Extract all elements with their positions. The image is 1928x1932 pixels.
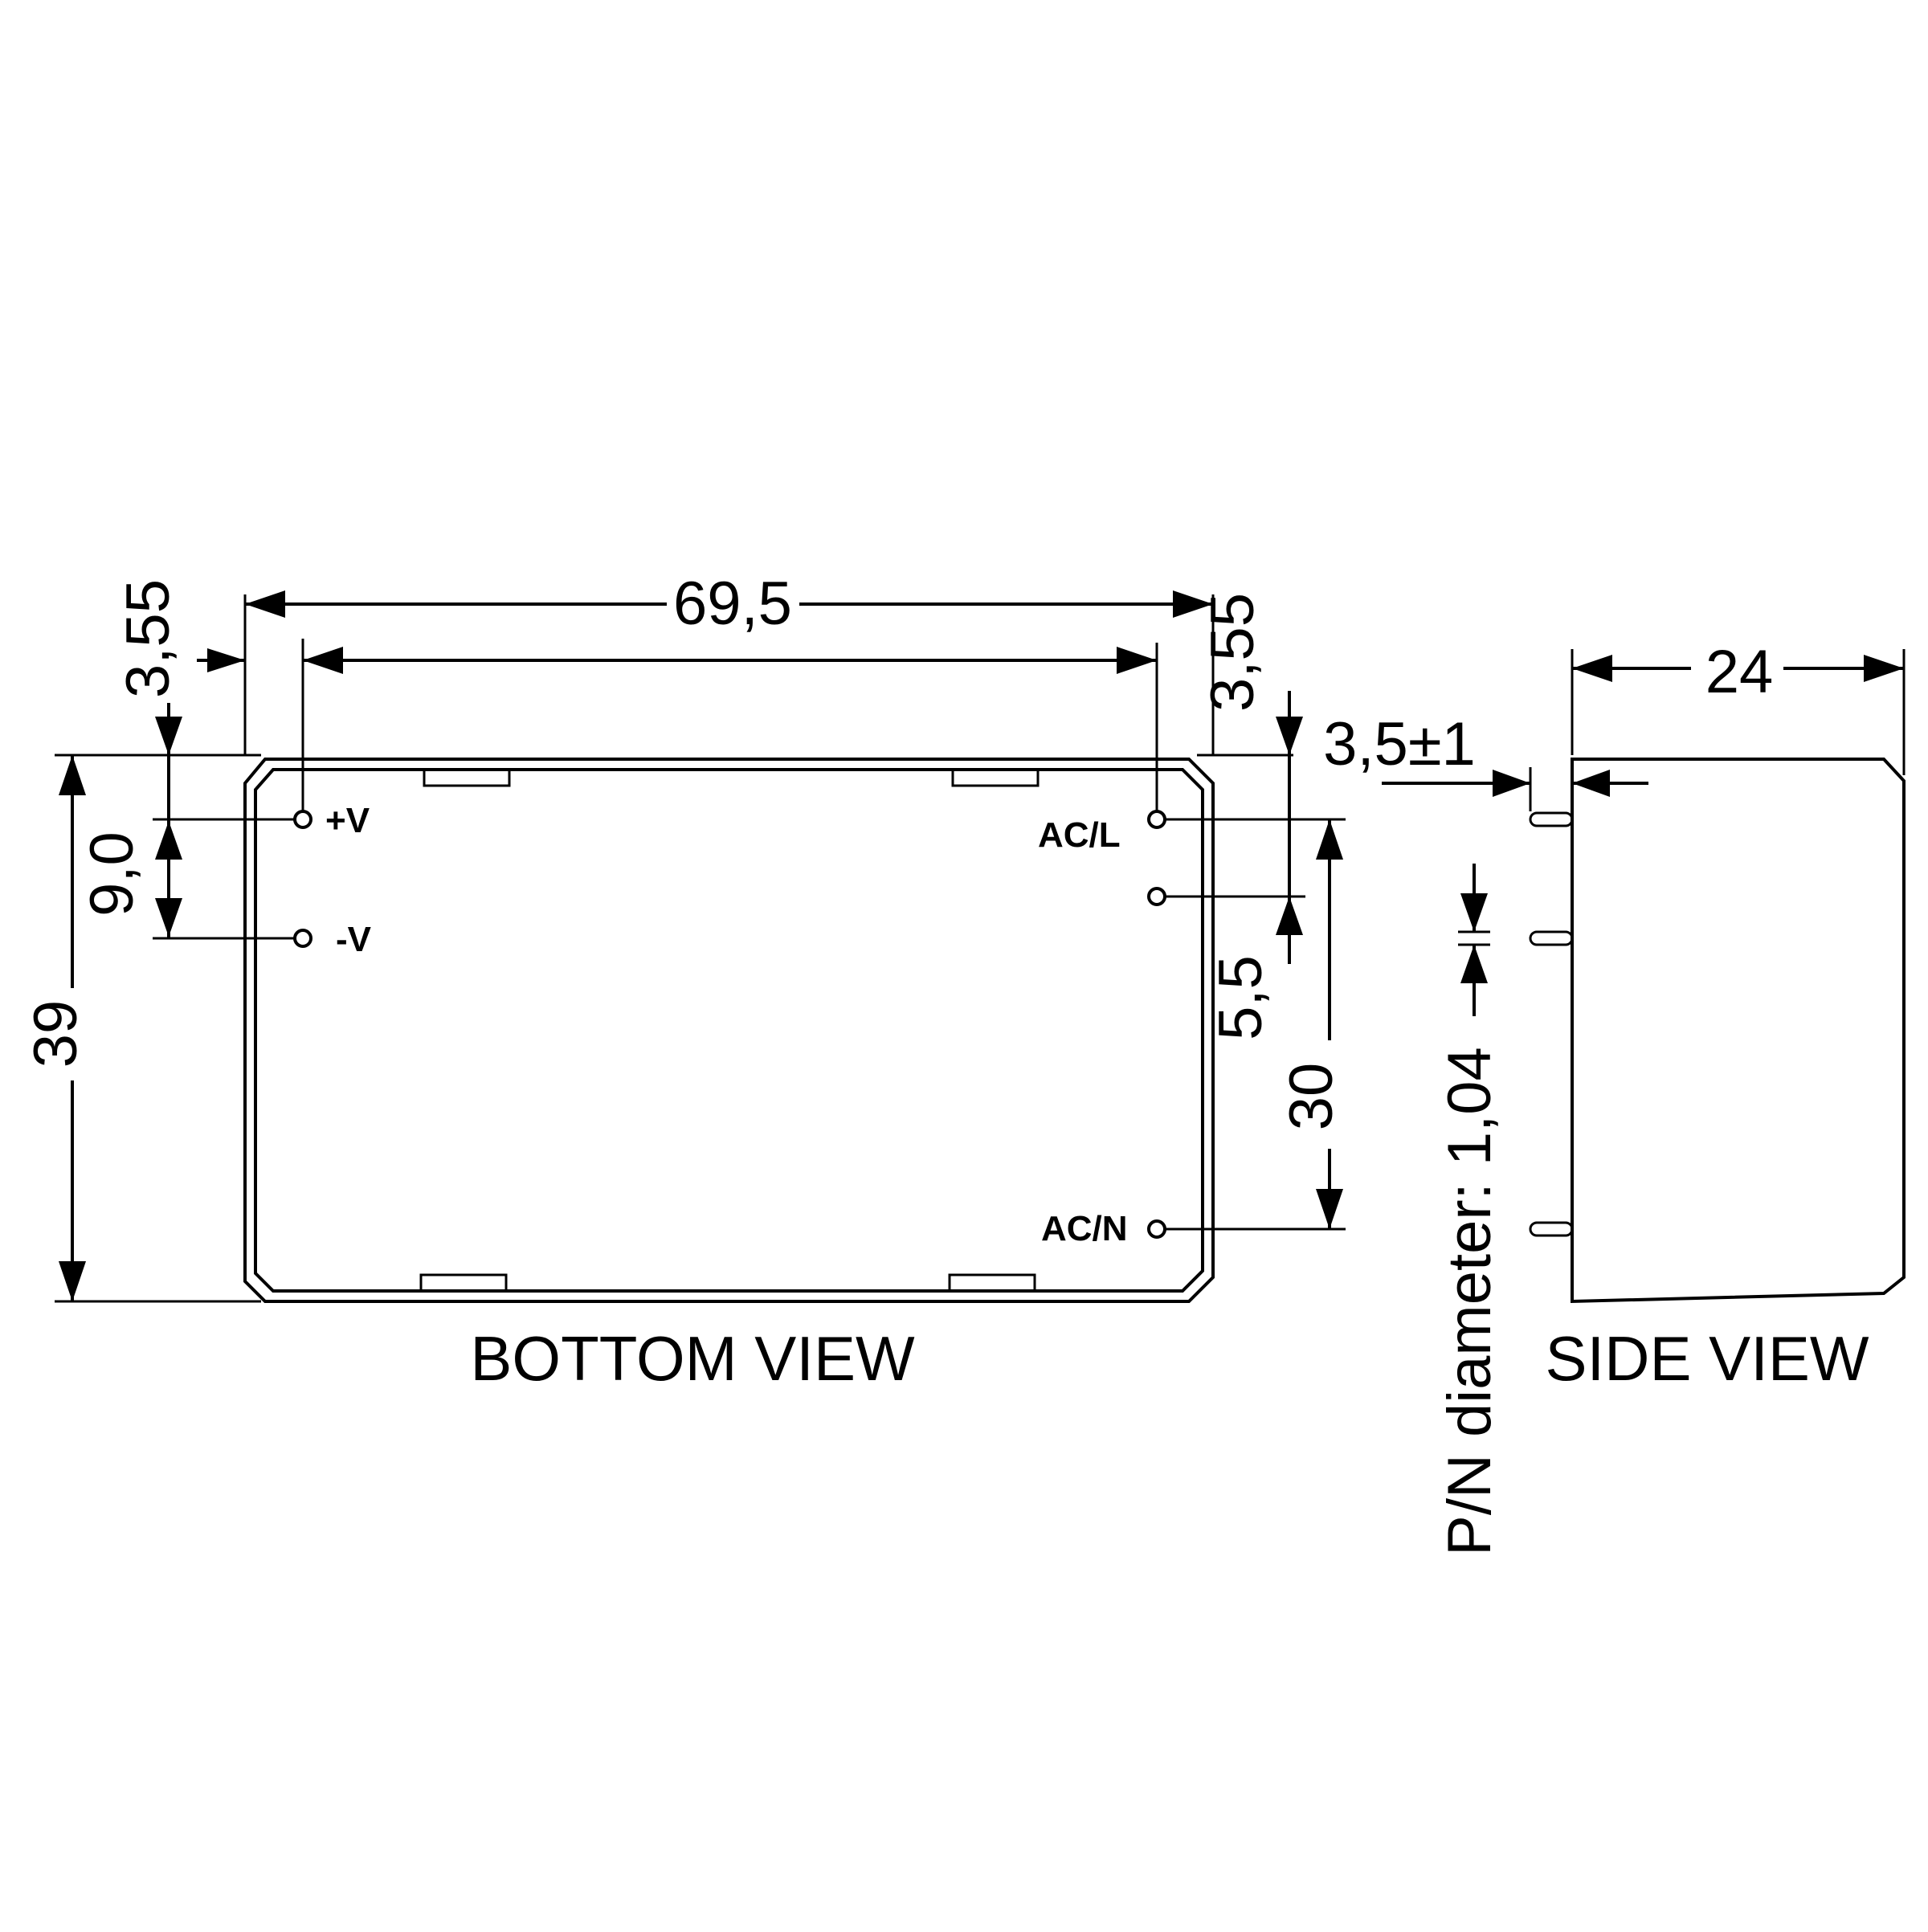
svg-text:P/N diameter: 1,04: P/N diameter: 1,04	[1436, 1047, 1504, 1556]
dim-overall-length: 69,5	[245, 570, 1213, 638]
bottom-case-outer	[243, 758, 1215, 1303]
bottom-view: +V -V AC/L AC/N 69,5	[22, 570, 1346, 1394]
dim-pin-length: 3,5±1	[1323, 710, 1648, 797]
top-tab-left	[423, 768, 511, 787]
pin-label-plus-v: +V	[325, 801, 370, 840]
svg-text:39: 39	[22, 1000, 90, 1068]
svg-text:3,5±1: 3,5±1	[1323, 710, 1476, 778]
svg-text:5,5: 5,5	[1207, 955, 1275, 1040]
side-pin-2	[1529, 930, 1574, 946]
bottom-tab-left	[419, 1273, 508, 1293]
dim-pin-span	[303, 647, 1157, 674]
top-tab-right	[951, 768, 1040, 787]
pin-plus-v	[293, 810, 312, 829]
dim-depth: 24	[1572, 638, 1904, 706]
svg-text:3,55: 3,55	[114, 579, 182, 698]
svg-text:69,5: 69,5	[673, 570, 792, 638]
pin-ac-middle	[1147, 887, 1166, 906]
side-pin-3	[1529, 1221, 1574, 1237]
svg-text:24: 24	[1705, 638, 1774, 706]
pin-minus-v	[293, 929, 312, 948]
pin-ac-l	[1147, 810, 1166, 829]
dim-pin-pitch-ac: 30	[1277, 819, 1346, 1229]
pin-label-ac-l: AC/L	[1038, 815, 1121, 855]
dim-pin-diameter: P/N diameter: 1,04	[1436, 864, 1504, 1556]
pin-ac-n	[1147, 1219, 1166, 1239]
svg-text:30: 30	[1277, 1063, 1346, 1131]
side-pin-1	[1529, 811, 1574, 827]
dim-pin-offset-right: 3,55	[1199, 593, 1267, 712]
dim-pin-pitch-output: 9,0	[78, 703, 182, 938]
side-case	[1571, 758, 1906, 1304]
bottom-tab-right	[948, 1273, 1036, 1293]
pin-label-ac-n: AC/N	[1041, 1209, 1128, 1248]
dim-pin-offset-left: 3,55	[114, 579, 245, 698]
dim-pin-pitch-ac-small: 5,5	[1207, 691, 1303, 1040]
bottom-case-inner	[254, 768, 1204, 1293]
view-label-bottom: BOTTOM VIEW	[470, 1323, 915, 1394]
view-label-side: SIDE VIEW	[1545, 1323, 1869, 1394]
svg-text:9,0: 9,0	[78, 831, 146, 917]
dim-height: 39	[22, 755, 90, 1301]
svg-text:3,55: 3,55	[1199, 593, 1267, 712]
side-view: 24 3,5±1 P/N diameter: 1,04 SIDE VIEW	[1323, 638, 1906, 1556]
pin-label-minus-v: -V	[336, 920, 372, 959]
